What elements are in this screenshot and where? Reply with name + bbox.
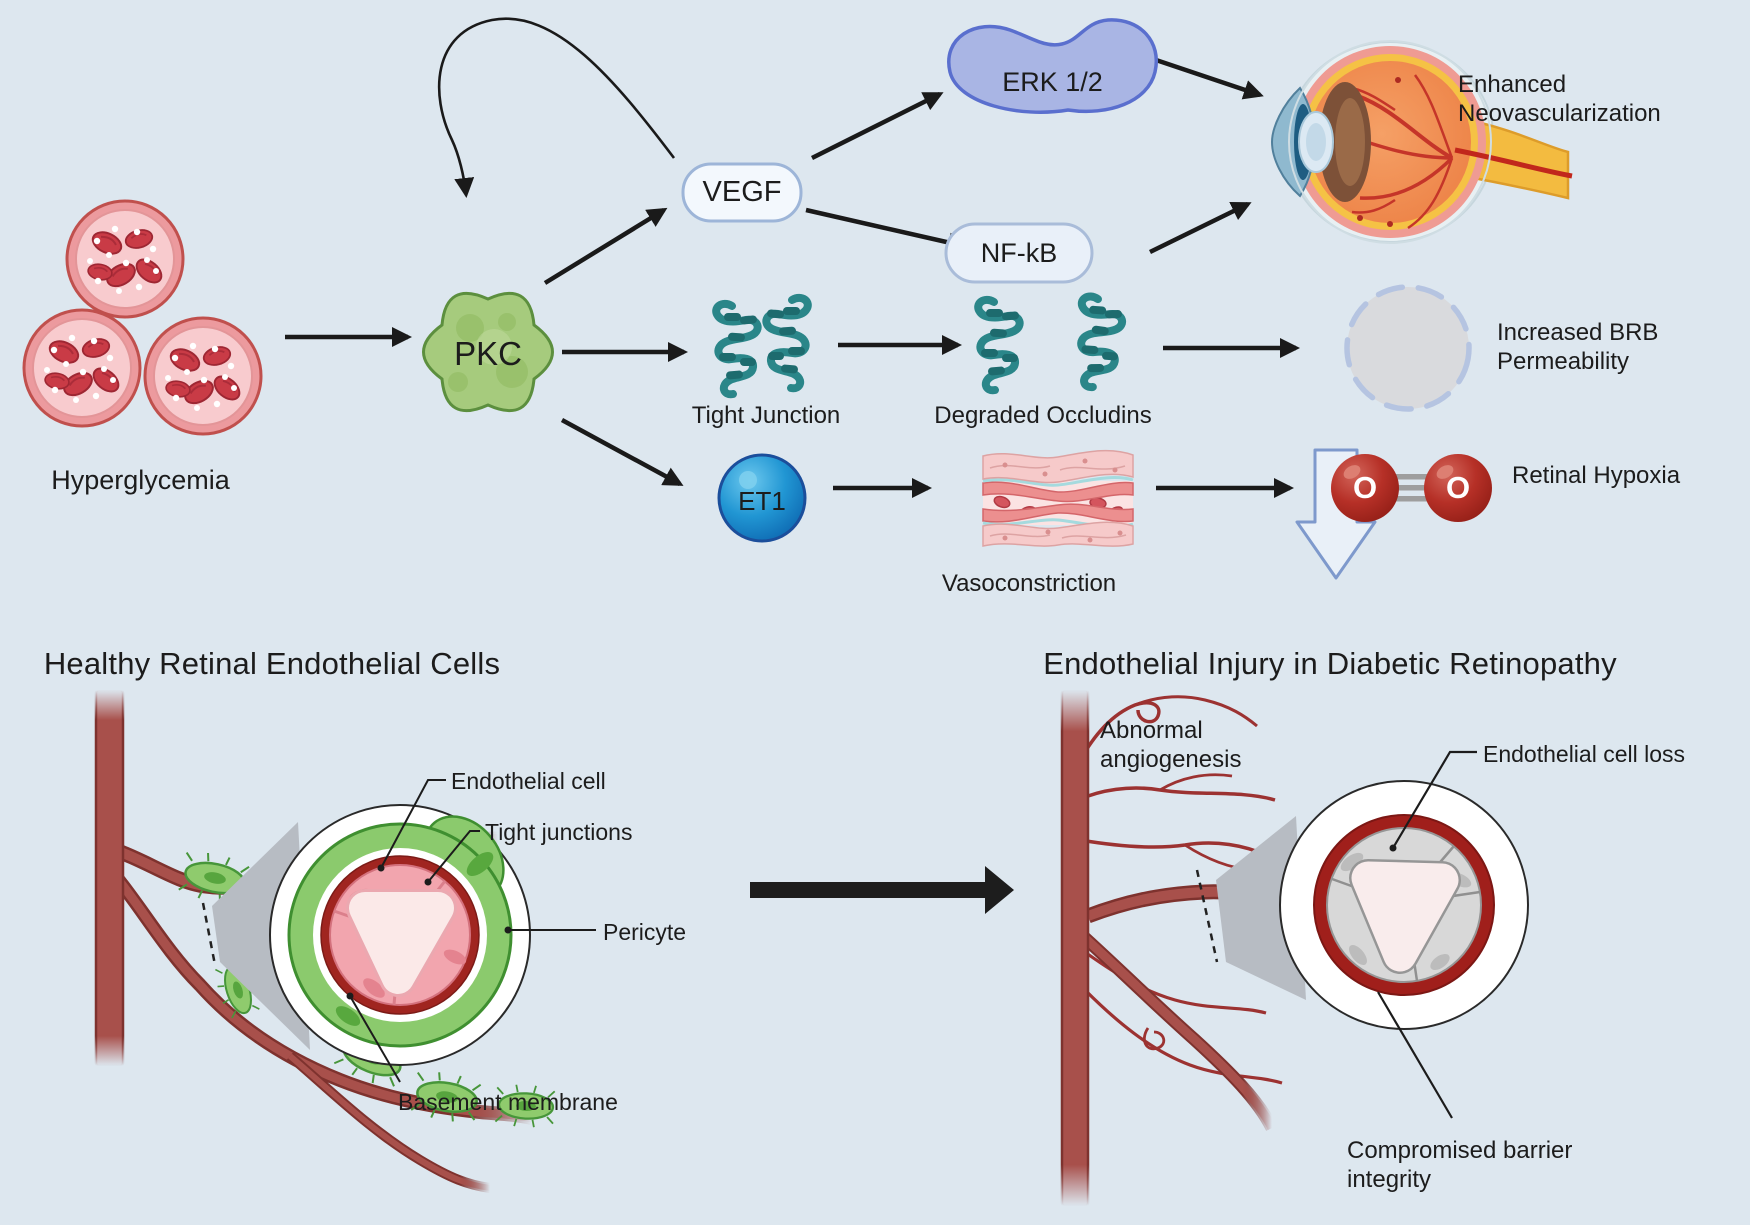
et1-label: ET1	[738, 486, 786, 516]
injury-cross-section	[1279, 780, 1529, 1030]
oxygen-molecule	[1331, 454, 1492, 522]
brb-permeability-icon	[1344, 284, 1472, 412]
injury-panel-title: Endothelial Injury in Diabetic Retinopat…	[1043, 646, 1617, 681]
pathway-arrows	[285, 57, 1300, 498]
nfkb-node	[944, 222, 1094, 284]
transition-arrow	[750, 866, 1014, 914]
vegf-node	[681, 162, 803, 223]
vegf-label: VEGF	[702, 175, 782, 208]
hyperglycemia-label: Hyperglycemia	[51, 465, 230, 495]
pericyte-label: Pericyte	[603, 919, 687, 945]
nfkb-label: NF-kB	[980, 237, 1058, 268]
injury-vessel-illustration	[1060, 688, 1306, 1208]
et1-molecule	[717, 453, 807, 543]
pkc-label: PKC	[454, 335, 522, 372]
erk-node	[947, 18, 1158, 114]
compromised-barrier-label: Compromised barrier integrity	[1347, 1137, 1573, 1194]
vasoconstriction-illustration	[982, 449, 1134, 547]
eye-illustration	[1270, 40, 1573, 244]
increased-brb-label: Increased BRB Permeability	[1497, 319, 1659, 376]
endothelial-cell-loss-label: Endothelial cell loss	[1483, 741, 1686, 767]
tight-junction-icon	[716, 298, 808, 394]
basement-membrane-label: Basement membrane	[398, 1089, 618, 1115]
hyperglycemia-illustration	[24, 201, 261, 434]
oxygen-atom-left-label: O	[1352, 470, 1378, 505]
enhanced-neovascularization-label: Enhanced Neovascularization	[1458, 71, 1661, 128]
healthy-callout-lines	[346, 779, 596, 1083]
vasoconstriction-label: Vasoconstriction	[941, 570, 1117, 597]
tight-junctions-label: Tight junctions	[485, 819, 633, 845]
retinal-hypoxia-label: Retinal Hypoxia	[1512, 462, 1681, 489]
healthy-cross-section	[269, 804, 531, 1066]
abnormal-angiogenesis-label: Abnormal angiogenesis	[1100, 717, 1242, 774]
injury-callout-lines	[1377, 750, 1477, 1119]
endothelial-cell-label: Endothelial cell	[451, 768, 606, 794]
erk-label: ERK 1/2	[1002, 67, 1103, 97]
healthy-panel-title: Healthy Retinal Endothelial Cells	[43, 646, 501, 681]
degraded-occludins-label: Degraded Occludins	[934, 402, 1152, 429]
oxygen-atom-right-label: O	[1445, 470, 1471, 505]
feedback-arrow	[437, 17, 676, 198]
degraded-occludins-icon	[978, 296, 1124, 390]
pkc-molecule	[422, 291, 554, 413]
tight-junction-label: Tight Junction	[691, 402, 841, 429]
